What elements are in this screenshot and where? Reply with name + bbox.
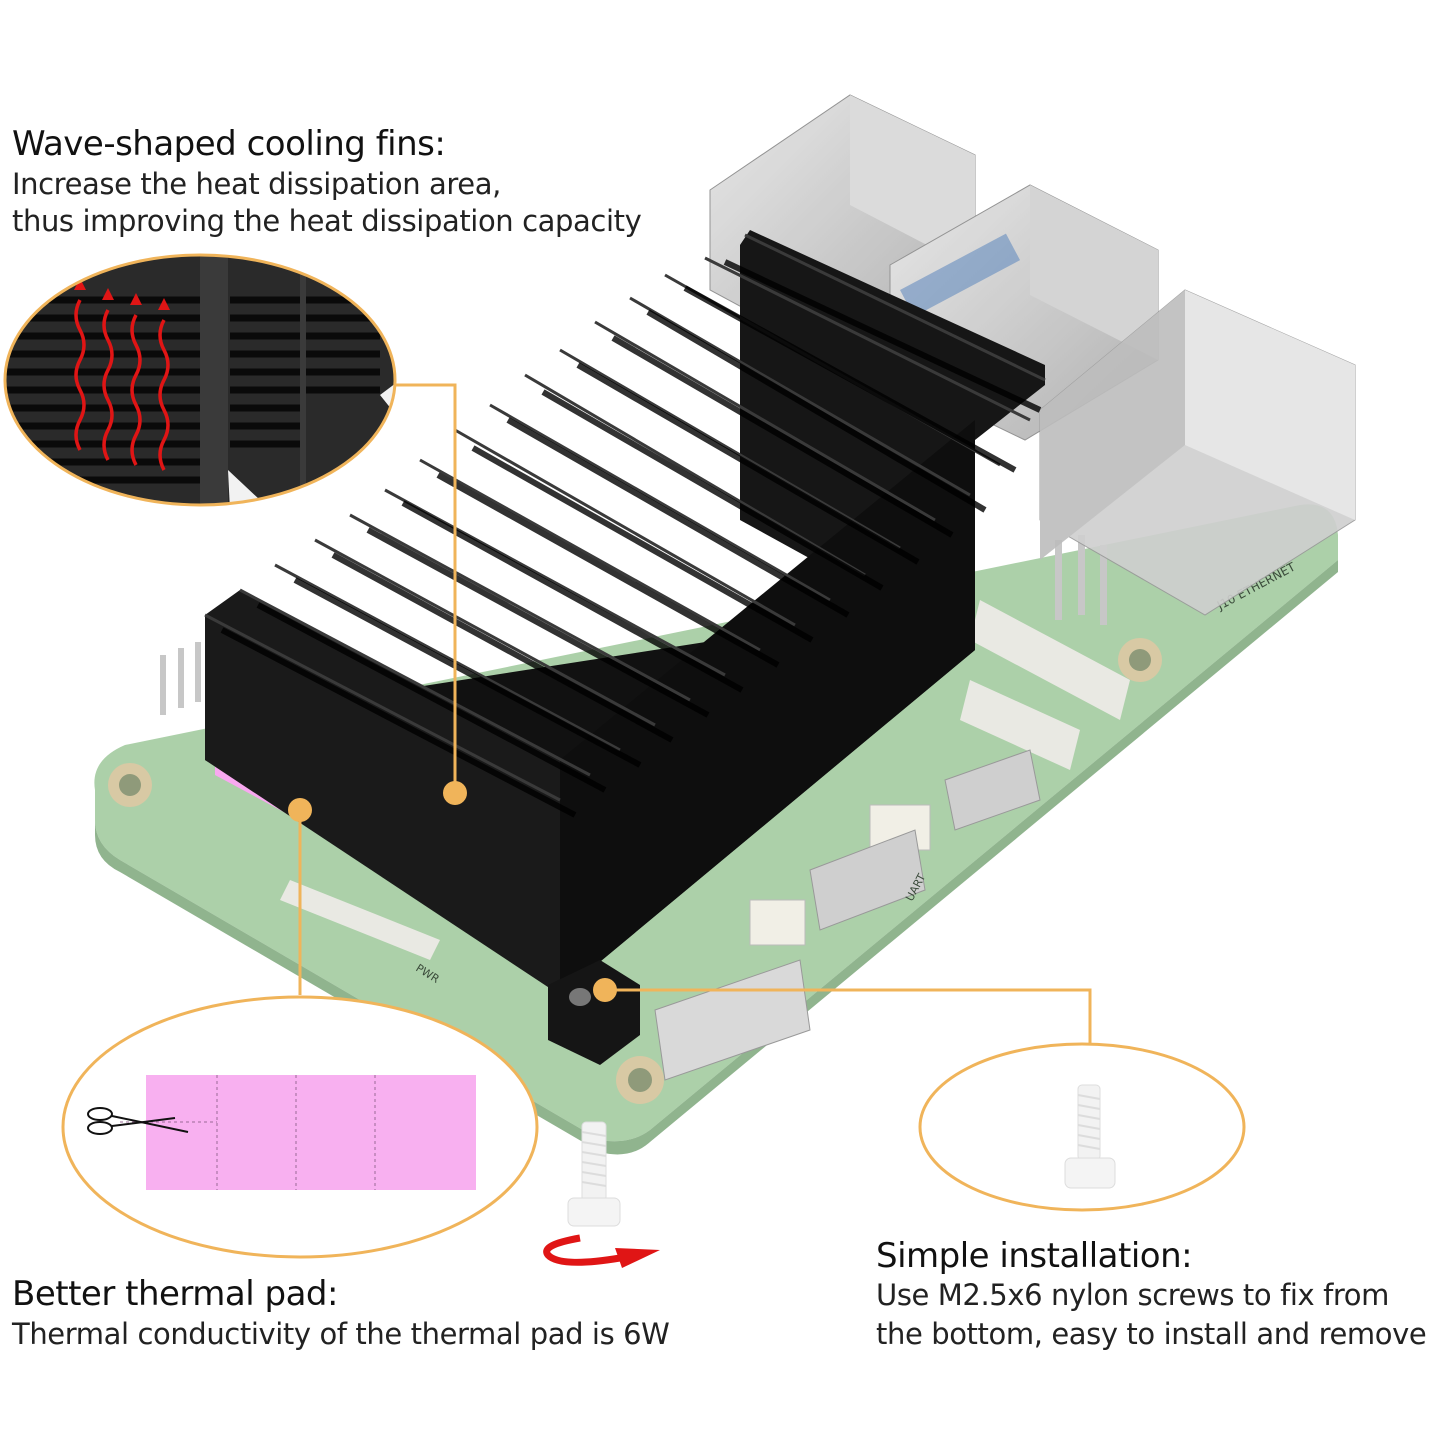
install-description-line-2: the bottom, easy to install and remove [876, 1317, 1427, 1351]
fins-description-line-2: thus improving the heat dissipation capa… [12, 204, 642, 238]
callout-dot-install [593, 978, 617, 1002]
thermal-pad-sheet [146, 1075, 476, 1190]
heatsink [204, 230, 1046, 1065]
fins-heading: Wave-shaped cooling fins: [12, 124, 446, 164]
pad-heading: Better thermal pad: [12, 1274, 338, 1314]
callout-dot-pad [288, 798, 312, 822]
fins-description-line-1: Increase the heat dissipation area, [12, 167, 501, 201]
callout-lines [298, 383, 1092, 1050]
screw-install-illustration [543, 1121, 660, 1268]
rotation-arrow-icon [543, 1234, 660, 1268]
thermal-pad-zoom-circle [61, 995, 539, 1259]
screw-zoom-circle [918, 1042, 1246, 1212]
fins-zoom-circle [3, 253, 397, 507]
scissors-icon [87, 1107, 189, 1135]
install-heading: Simple installation: [876, 1236, 1193, 1276]
pad-description: Thermal conductivity of the thermal pad … [12, 1317, 670, 1351]
callout-dot-fins [443, 781, 467, 805]
install-description-line-1: Use M2.5x6 nylon screws to fix from [876, 1278, 1389, 1312]
nylon-screw-icon [1064, 1084, 1116, 1189]
heat-flow-arrows [74, 299, 170, 471]
ethernet-jack [1039, 289, 1356, 616]
